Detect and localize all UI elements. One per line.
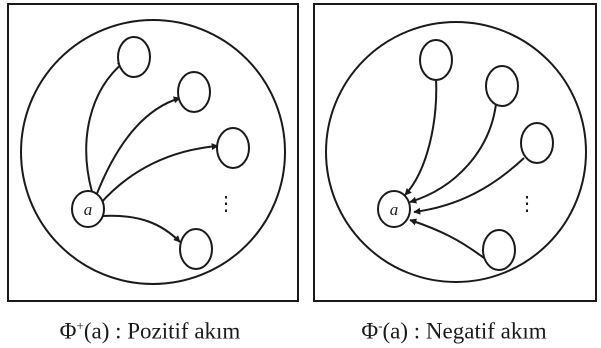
argument: (a) <box>83 318 110 344</box>
caption-text: : Negatif akım <box>413 318 547 344</box>
outgoing-arc-4 <box>101 214 181 243</box>
phi-symbol: Φ <box>361 318 379 344</box>
caption-text: : Pozitif akım <box>115 318 241 344</box>
outgoing-arc-3 <box>99 143 219 205</box>
panel-boundary-circle <box>20 19 286 285</box>
source-node-4 <box>482 229 516 271</box>
node-label-a: a <box>84 200 93 219</box>
source-node-1 <box>419 39 453 81</box>
target-node-1 <box>117 36 151 78</box>
ellipsis-marker: ⋮ <box>216 193 236 215</box>
panel-frame <box>7 3 299 302</box>
caption-negative-flow: Φ-(a) : Negatif akım <box>314 311 594 344</box>
panel-negative-flow: a ⋮ <box>313 3 597 302</box>
panel-positive-flow: a ⋮ <box>7 3 299 302</box>
superscript-sign: - <box>378 318 383 333</box>
caption-positive-flow: Φ+(a) : Pozitif akım <box>14 311 286 344</box>
argument: (a) <box>382 318 409 344</box>
target-node-a <box>377 190 411 228</box>
incoming-arc-1 <box>404 77 438 196</box>
panel-boundary-circle <box>325 21 587 283</box>
outgoing-arc-2 <box>95 96 181 197</box>
target-node-4 <box>179 228 213 270</box>
source-node-a <box>71 190 105 228</box>
incoming-arc-2 <box>409 103 497 204</box>
target-node-2 <box>177 71 211 113</box>
target-node-3 <box>216 127 250 169</box>
phi-symbol: Φ <box>59 318 77 344</box>
outgoing-arc-1 <box>85 61 125 193</box>
ellipsis-marker: ⋮ <box>517 193 537 215</box>
incoming-arc-4 <box>409 218 485 259</box>
node-label-a: a <box>390 200 399 219</box>
source-node-3 <box>520 122 554 164</box>
superscript-sign: + <box>76 318 84 333</box>
incoming-arc-3 <box>413 157 525 215</box>
source-node-2 <box>485 65 519 107</box>
panel-frame <box>313 3 597 302</box>
